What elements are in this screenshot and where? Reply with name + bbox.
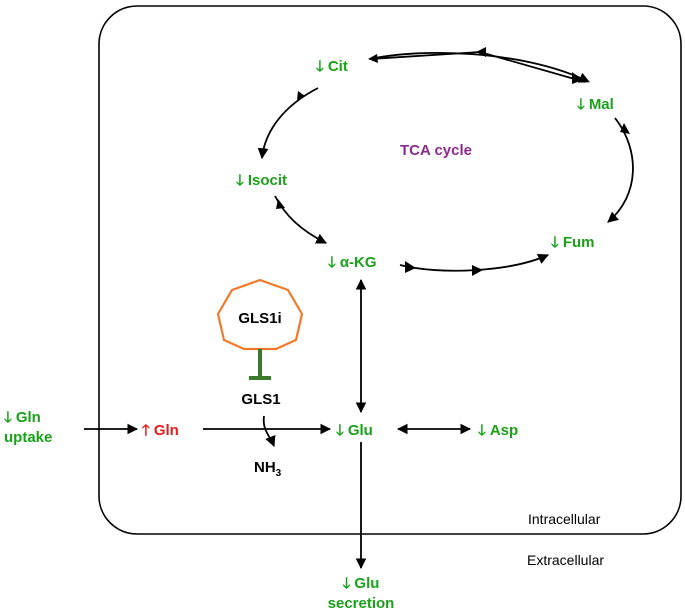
arc-arrow-2 [368, 54, 378, 63]
node-nh3: NH3 [254, 459, 282, 479]
svg-text:🡓Glu: 🡓Glu [343, 575, 380, 592]
svg-text:🡓Glu: 🡓Glu [336, 422, 373, 439]
arc-arrow-5 [297, 91, 305, 100]
tca-cycle-title: TCA cycle [400, 142, 472, 159]
decrease-indicator: 🡓 [336, 422, 344, 439]
node-glu: 🡓Glu [336, 422, 373, 439]
node-gls1: GLS1 [241, 391, 280, 408]
node-fum: 🡓Fum [551, 234, 594, 251]
edge-cit-to-isocit [257, 87, 319, 160]
increase-indicator: 🡑 [142, 422, 150, 439]
decrease-indicator: 🡓 [478, 422, 486, 439]
node-mal: 🡓Mal [577, 96, 614, 113]
svg-text:uptake: uptake [4, 429, 52, 446]
svg-text:🡓α-KG: 🡓α-KG [328, 254, 377, 271]
arc-arrow-8 [472, 265, 483, 276]
svg-text:🡓Mal: 🡓Mal [577, 96, 614, 113]
svg-text:🡓Cit: 🡓Cit [316, 58, 348, 75]
node-isocit: 🡓Isocit [236, 172, 287, 189]
decrease-indicator: 🡓 [551, 234, 559, 251]
arc-arrow-7 [405, 261, 416, 273]
svg-text:🡑Gln: 🡑Gln [142, 422, 179, 439]
arc-arrow-4 [620, 123, 630, 134]
cell-boundary [98, 5, 682, 535]
svg-text:🡓Isocit: 🡓Isocit [236, 172, 287, 189]
svg-text:secretion: secretion [328, 595, 395, 612]
edge-cit-to-mal [369, 51, 590, 83]
edge-nh3-release [262, 415, 276, 448]
intracellular-label: Intracellular [528, 511, 601, 527]
svg-text:🡓Asp: 🡓Asp [478, 422, 518, 439]
node-gln-uptake: 🡓Gln uptake [4, 409, 52, 446]
decrease-indicator: 🡓 [316, 58, 324, 75]
arc-arrow-6 [276, 199, 285, 209]
node-cit: 🡓Cit [316, 58, 348, 75]
node-glu-secretion: 🡓Glu secretion [328, 575, 395, 612]
arc-arrow-1 [476, 47, 486, 57]
decrease-indicator: 🡓 [236, 172, 244, 189]
node-gln: 🡑Gln [142, 422, 179, 439]
edge-isocit-to-akg [274, 195, 327, 244]
decrease-indicator: 🡓 [4, 409, 12, 426]
node-asp: 🡓Asp [478, 422, 518, 439]
edge-cit-to-mal-seg [369, 51, 586, 83]
extracellular-label: Extracellular [527, 552, 604, 568]
decrease-indicator: 🡓 [343, 575, 351, 592]
svg-text:🡓Gln: 🡓Gln [4, 409, 41, 426]
node-gls1i: GLS1i [238, 310, 281, 327]
node-akg: 🡓α-KG [328, 254, 377, 271]
decrease-indicator: 🡓 [577, 96, 585, 113]
svg-text:🡓Fum: 🡓Fum [551, 234, 594, 251]
arc-arrow-3 [572, 72, 583, 84]
decrease-indicator: 🡓 [328, 254, 336, 271]
